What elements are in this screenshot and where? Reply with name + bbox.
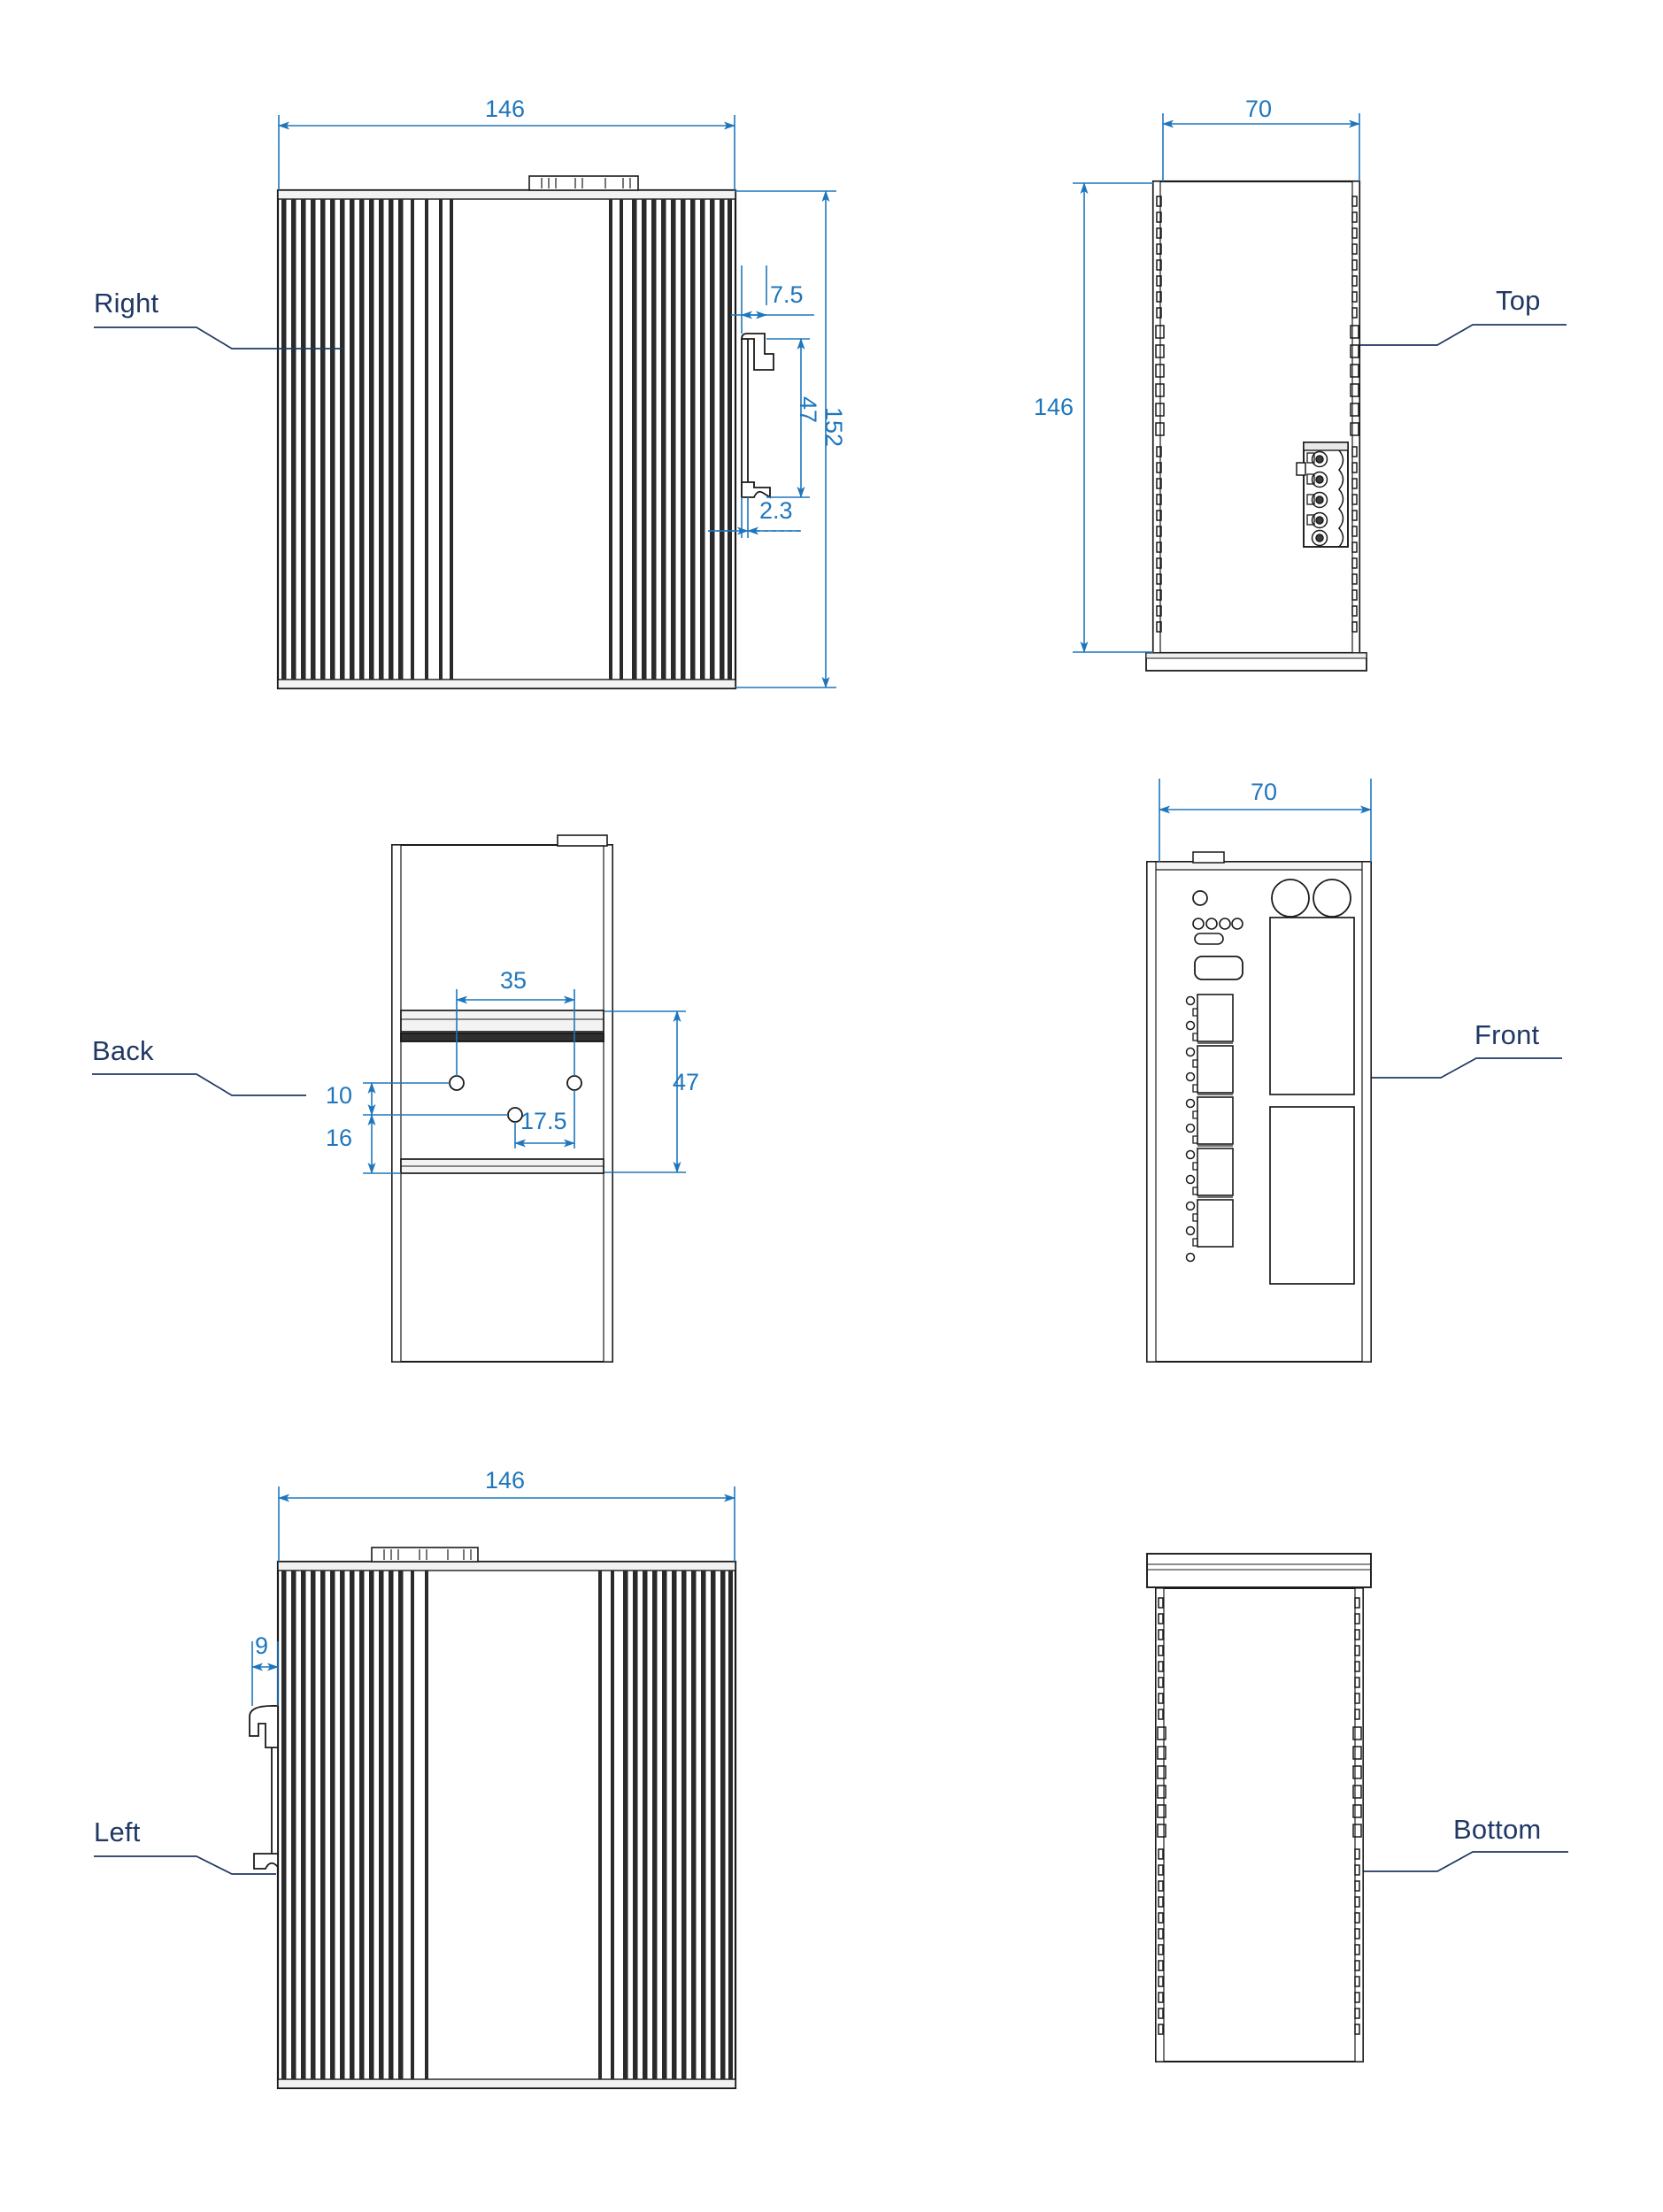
view-label-right: Right: [94, 288, 159, 319]
dim-back-center-hole: [514, 1090, 575, 1148]
dim-text-back-hole-offset-lower: 16: [326, 1125, 353, 1151]
front-panel-window-lower: [1269, 1106, 1355, 1285]
dim-right-clip-offset: [731, 265, 814, 334]
dim-text-top-depth: 146: [1034, 394, 1074, 420]
dim-text-right-width: 146: [485, 96, 526, 122]
dim-top-width: [1162, 113, 1360, 181]
dim-text-top-width: 70: [1245, 96, 1273, 122]
label-leader-bottom: [1364, 1851, 1568, 1872]
right-body-outline: [276, 188, 737, 690]
label-leader-back: [92, 1073, 306, 1096]
left-din-clip-profile: [249, 1705, 279, 1870]
front-status-leds: [1192, 918, 1243, 930]
view-left: [94, 1486, 737, 2090]
back-mount-holes: [449, 1075, 582, 1123]
dim-text-right-clip-height: 47: [795, 396, 821, 424]
bottom-vent-slots-right: [1352, 1597, 1362, 2035]
top-body-outline: [1145, 180, 1367, 672]
label-leader-top: [1360, 324, 1567, 346]
bottom-vent-slots-left: [1157, 1597, 1166, 2035]
view-bottom: [1146, 1553, 1568, 2062]
dim-text-back-bracket-height: 47: [673, 1069, 700, 1095]
left-heatsink-fins-right: [598, 1571, 733, 2079]
dim-top-depth: [1073, 182, 1153, 653]
dim-left-width: [278, 1486, 735, 1562]
front-port-bank: [1192, 994, 1234, 1248]
dim-text-back-hole-offset-upper: 10: [326, 1082, 353, 1109]
back-body-outline: [391, 834, 613, 1363]
front-knobs: [1271, 879, 1351, 918]
dim-right-clip-thickness: [708, 497, 801, 538]
view-back: [92, 834, 686, 1363]
left-heatsink-fins-left: [281, 1571, 428, 2079]
dim-text-left-clip-offset: 9: [255, 1632, 269, 1659]
front-panel-window-upper: [1269, 917, 1355, 1095]
dim-right-clip-height: [766, 338, 810, 498]
dim-back-hole-offsets: [363, 1082, 508, 1174]
view-right: [94, 115, 836, 690]
label-leader-right: [94, 326, 343, 349]
right-top-connector: [528, 175, 639, 191]
view-label-top: Top: [1496, 285, 1541, 316]
label-leader-left: [94, 1855, 276, 1875]
front-console-window: [1194, 956, 1243, 980]
dim-text-right-clip-offset: 7.5: [770, 281, 804, 308]
right-din-clip-profile: [741, 333, 774, 499]
right-heatsink-fins-left: [281, 199, 453, 680]
dim-text-front-width: 70: [1251, 779, 1278, 805]
front-power-led: [1192, 890, 1208, 906]
dim-text-right-overall-height: 152: [820, 407, 847, 448]
dim-text-right-clip-thickness: 2.3: [759, 497, 793, 524]
label-leader-front: [1372, 1057, 1562, 1079]
dim-back-hole-spacing: [456, 989, 575, 1076]
right-heatsink-fins-right: [609, 199, 732, 680]
front-port-leds: [1185, 995, 1196, 1263]
view-front: [1146, 779, 1562, 1363]
view-label-front: Front: [1474, 1019, 1540, 1050]
view-label-back: Back: [92, 1035, 154, 1066]
dim-right-overall-height: [735, 190, 836, 688]
back-mount-bracket: [400, 1010, 604, 1174]
view-label-left: Left: [94, 1816, 141, 1847]
dim-front-width: [1159, 779, 1372, 862]
top-terminal-block: [1296, 442, 1349, 548]
dim-back-bracket-height: [604, 1010, 686, 1173]
top-vent-slots-left: [1155, 196, 1165, 633]
view-label-bottom: Bottom: [1453, 1814, 1542, 1845]
dim-left-clip-offset: [251, 1641, 279, 1706]
left-top-connector: [371, 1547, 479, 1563]
dim-text-back-hole-spacing: 35: [500, 967, 527, 994]
top-vent-slots-right: [1350, 196, 1359, 633]
front-reset-slot: [1194, 933, 1224, 945]
bottom-body-outline: [1146, 1553, 1372, 2062]
dim-right-width: [278, 115, 735, 190]
view-top: [1073, 113, 1567, 672]
dim-text-back-center-hole: 17.5: [520, 1108, 567, 1134]
dim-text-left-width: 146: [485, 1467, 526, 1494]
